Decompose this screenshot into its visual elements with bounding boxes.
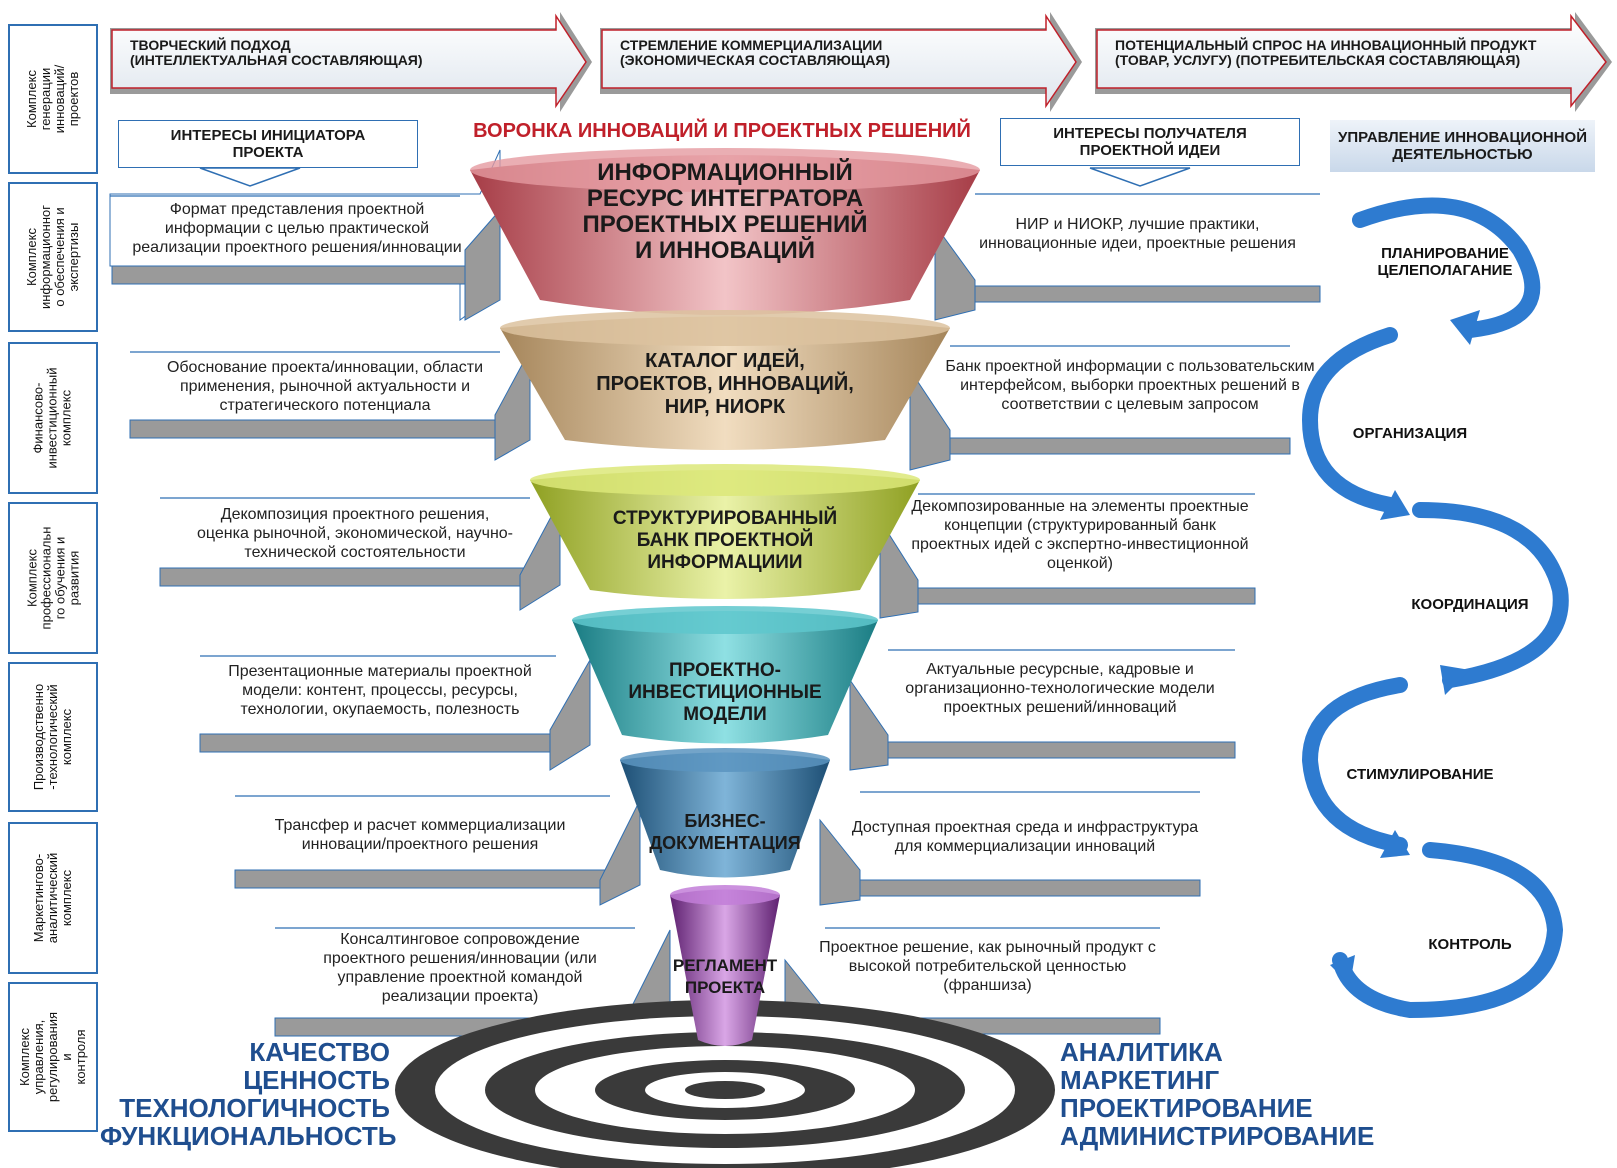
funnel-tier-4-label: ПРОЕКТНО- ИНВЕСТИЦИОННЫЕ МОДЕЛИ — [628, 660, 822, 725]
left-description-2: Обоснование проекта/инновации, области п… — [166, 359, 484, 414]
cycle-step-stimulation: СТИМУЛИРОВАНИЕ — [1346, 766, 1494, 783]
funnel-tier-2-shape — [500, 310, 950, 450]
side-complex-label: Маркетингово- аналитический комплекс — [31, 852, 75, 944]
funnel-tier-6-label: РЕГЛАМЕНТ ПРОЕКТА — [672, 956, 778, 997]
right-description-1: НИР и НИОКР, лучшие практики, инновацион… — [979, 216, 1296, 252]
quality-attribute: ФУНКЦИОНАЛЬНОСТЬ — [100, 1121, 397, 1151]
funnel-tier-2-label: КАТАЛОГ ИДЕЙ, ПРОЕКТОВ, ИННОВАЦИЙ, НИР, … — [596, 350, 854, 418]
left-description-3: Декомпозиция проектного решения, оценка … — [197, 506, 513, 561]
side-complex-label: Комплекс управления, регулирования и кон… — [17, 1011, 89, 1103]
activity-areas-list: АНАЛИТИКА МАРКЕТИНГ ПРОЕКТИРОВАНИЕ АДМИН… — [1060, 1037, 1375, 1151]
side-complex-label: Комплекс генерации инноваций/ проектов — [24, 64, 81, 134]
side-complex-label: Комплекс информационног о обеспечения и … — [24, 204, 82, 310]
right-description-5: Доступная проектная среда и инфраструкту… — [851, 819, 1199, 855]
initiator-callout-pointer — [199, 167, 301, 187]
side-complex-marketing: Маркетингово- аналитический комплекс — [8, 822, 98, 974]
top-arrow-label-commercial: СТРЕМЛЕНИЕ КОММЕРЦИАЛИЗАЦИИ (ЭКОНОМИЧЕСК… — [620, 37, 891, 68]
side-complex-generation: Комплекс генерации инноваций/ проектов — [8, 24, 98, 174]
side-complex-label: Комплекс профессиональн го обучения и ра… — [24, 526, 81, 630]
right-connector-arrows — [784, 223, 1321, 1046]
left-description-5: Трансфер и расчет коммерциализации иннов… — [274, 817, 566, 853]
cycle-step-planning: ПЛАНИРОВАНИЕ ЦЕЛЕПОЛАГАНИЕ — [1377, 245, 1513, 279]
side-complex-management: Комплекс управления, регулирования и кон… — [8, 982, 98, 1132]
left-description-4: Презентационные материалы проектной моде… — [228, 663, 532, 718]
innovation-management-header: УПРАВЛЕНИЕ ИННОВАЦИОННОЙ ДЕЯТЕЛЬНОСТЬЮ — [1330, 120, 1595, 172]
quality-attribute: ЦЕННОСТЬ — [243, 1065, 390, 1095]
activity-area: МАРКЕТИНГ — [1060, 1065, 1220, 1095]
activity-area: АНАЛИТИКА — [1060, 1037, 1223, 1067]
management-cycle-arrowheads — [1330, 310, 1480, 985]
funnel-tier-4-shape — [572, 606, 878, 744]
activity-area: ПРОЕКТИРОВАНИЕ — [1060, 1093, 1313, 1123]
cycle-step-organization: ОРГАНИЗАЦИЯ — [1352, 425, 1468, 442]
right-description-4: Актуальные ресурсные, кадровые и организ… — [905, 661, 1215, 716]
cycle-step-coordination: КООРДИНАЦИЯ — [1411, 596, 1529, 613]
recipient-callout-pointer — [1089, 167, 1191, 187]
top-arrow-3 — [1095, 12, 1612, 112]
quality-attribute: КАЧЕСТВО — [249, 1037, 390, 1067]
top-arrow-1 — [110, 12, 592, 112]
top-arrow-2 — [600, 12, 1082, 112]
funnel-tier-3-label: СТРУКТУРИРОВАННЫЙ БАНК ПРОЕКТНОЙ ИНФОРМА… — [612, 508, 838, 573]
management-cycle-arrows — [1301, 197, 1569, 1019]
left-description-1: Формат представления проектной информаци… — [132, 201, 462, 256]
funnel-tier-1-shape — [470, 148, 980, 315]
funnel-tier-1-label: ИНФОРМАЦИОННЫЙ РЕСУРС ИНТЕГРАТОРА ПРОЕКТ… — [582, 159, 868, 264]
quality-attributes-list: КАЧЕСТВО ЦЕННОСТЬ ТЕХНОЛОГИЧНОСТЬ ФУНКЦИ… — [100, 1037, 397, 1151]
recipient-interests-callout: ИНТЕРЕСЫ ПОЛУЧАТЕЛЯ ПРОЕКТНОЙ ИДЕИ — [1000, 118, 1300, 166]
side-complex-information: Комплекс информационног о обеспечения и … — [8, 182, 98, 332]
initiator-interests-callout: ИНТЕРЕСЫ ИНИЦИАТОРА ПРОЕКТА — [118, 120, 418, 168]
left-description-6: Консалтинговое сопровождение проектного … — [323, 931, 597, 1005]
right-description-3: Декомпозированные на элементы проектные … — [911, 498, 1249, 572]
side-complex-label: Финансово- инвестиционный комплекс — [31, 367, 74, 469]
side-complex-label: Производственно -технологический комплек… — [31, 683, 75, 791]
funnel-tier-5-shape — [620, 748, 830, 878]
funnel-tier-5-label: БИЗНЕС- ДОКУМЕНТАЦИЯ — [649, 811, 801, 853]
right-description-6: Проектное решение, как рыночный продукт … — [819, 939, 1156, 994]
side-complex-finance: Финансово- инвестиционный комплекс — [8, 342, 98, 494]
funnel-tier-6-shape — [670, 885, 780, 1046]
top-arrow-label-creative: ТВОРЧЕСКИЙ ПОДХОД (ИНТЕЛЛЕКТУАЛЬНАЯ СОСТ… — [130, 37, 423, 68]
target-rings — [395, 1000, 1055, 1168]
right-description-2: Банк проектной информации с пользователь… — [945, 358, 1315, 413]
top-arrow-label-demand: ПОТЕНЦИАЛЬНЫЙ СПРОС НА ИННОВАЦИОННЫЙ ПРО… — [1115, 37, 1537, 68]
side-complex-training: Комплекс профессиональн го обучения и ра… — [8, 502, 98, 654]
side-complex-production: Производственно -технологический комплек… — [8, 662, 98, 812]
funnel-tier-3-shape — [530, 464, 920, 599]
cycle-step-control: КОНТРОЛЬ — [1428, 936, 1512, 953]
quality-attribute: ТЕХНОЛОГИЧНОСТЬ — [119, 1093, 390, 1123]
funnel-title: ВОРОНКА ИННОВАЦИЙ И ПРОЕКТНЫХ РЕШЕНИЙ — [473, 120, 971, 142]
activity-area: АДМИНИСТРИРОВАНИЕ — [1060, 1121, 1375, 1151]
